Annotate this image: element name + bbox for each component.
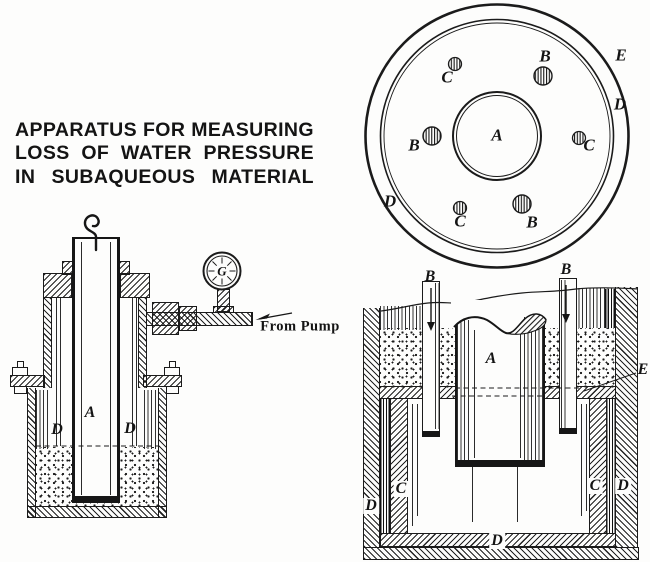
bolt-nut-right bbox=[166, 386, 179, 394]
section-label-c-left: C bbox=[393, 480, 409, 497]
section-stipple-left bbox=[380, 328, 455, 388]
cylinder-inner-line bbox=[132, 298, 133, 446]
tube-a-line bbox=[474, 330, 475, 458]
vessel-bottom bbox=[27, 506, 167, 518]
standpipe-a bbox=[72, 237, 120, 503]
cap-right bbox=[120, 273, 150, 298]
section-label-e: E bbox=[637, 361, 649, 378]
plan-label-c-top: C bbox=[441, 67, 453, 87]
standpipe-bottom bbox=[72, 496, 120, 503]
section-outer-wall-left bbox=[363, 308, 380, 547]
cap-left bbox=[43, 273, 72, 298]
plan-hole-b bbox=[533, 66, 553, 86]
plan-label-b-left: B bbox=[408, 135, 420, 155]
section-cup-wall-c-right bbox=[589, 398, 607, 533]
cylinder-inner-line bbox=[136, 298, 137, 446]
tube-a-bottom bbox=[455, 460, 545, 467]
section-liner-dark-left bbox=[380, 398, 390, 533]
vessel-lining-left bbox=[36, 390, 48, 449]
pipe-coupling-large bbox=[152, 302, 179, 335]
section-label-a: A bbox=[485, 350, 497, 367]
plan-label-b-bottom: B bbox=[526, 212, 538, 232]
cup-line bbox=[412, 404, 413, 526]
section-outer-wall-right bbox=[615, 287, 638, 547]
plan-label-d-upper: D bbox=[613, 94, 627, 114]
side-label-d-right: D bbox=[124, 420, 136, 437]
plan-label-c-right: C bbox=[583, 135, 595, 155]
b-tube-left-tip bbox=[422, 431, 440, 437]
section-topband-right-dense bbox=[605, 289, 615, 328]
section-cup-wall-c-left bbox=[390, 398, 408, 533]
cylinder-wall-left bbox=[43, 298, 52, 388]
pipe-coupling-small bbox=[179, 306, 197, 331]
side-label-a: A bbox=[84, 404, 96, 421]
figure-title-line-2: LOSS OF WATER PRESSURE bbox=[15, 142, 314, 165]
b-tube-right-tip bbox=[559, 428, 577, 434]
figure-title: APPARATUS FOR MEASURING LOSS OF WATER PR… bbox=[15, 119, 314, 189]
cup-line bbox=[472, 467, 473, 522]
section-stipple-right bbox=[545, 328, 615, 388]
gauge-stem-flare bbox=[213, 306, 234, 313]
cup-line bbox=[586, 404, 587, 511]
bolt-head-left bbox=[12, 367, 28, 376]
cup-line bbox=[417, 404, 418, 516]
section-label-d-right: D bbox=[615, 477, 631, 494]
vessel-lining-right bbox=[144, 390, 156, 449]
section-label-d-left: D bbox=[363, 497, 379, 514]
vessel-wall-left bbox=[27, 388, 36, 518]
standpipe-inner-line bbox=[110, 242, 111, 495]
tube-a-interior bbox=[468, 324, 527, 460]
section-label-d-bottom: D bbox=[489, 532, 505, 549]
cylinder-inner-line bbox=[60, 298, 61, 446]
tube-a-line bbox=[520, 330, 521, 458]
vessel-wall-right bbox=[158, 388, 167, 518]
bolt-head-right bbox=[164, 367, 180, 376]
gauge-letter-g: G bbox=[217, 263, 227, 279]
tube-a-wall-left bbox=[455, 320, 470, 460]
plan-label-b-top: B bbox=[539, 46, 551, 66]
plan-hole-b bbox=[422, 126, 442, 146]
cup-line bbox=[581, 404, 582, 516]
section-liner-dark-right bbox=[606, 398, 616, 533]
b-tube-left-shading bbox=[435, 283, 439, 429]
cylinder-inner-line bbox=[56, 298, 57, 446]
side-label-d-left: D bbox=[51, 421, 63, 438]
plan-label-e: E bbox=[615, 45, 627, 65]
section-label-b-right: B bbox=[560, 261, 572, 278]
figure-title-line-1: APPARATUS FOR MEASURING bbox=[15, 119, 314, 141]
section-label-b-left: B bbox=[424, 268, 436, 285]
from-pump-annotation: From Pump bbox=[260, 318, 340, 335]
cup-line bbox=[517, 467, 518, 522]
tube-a-wall-right bbox=[524, 317, 545, 460]
plan-label-d-lower: D bbox=[383, 191, 397, 211]
bolt-nut-left bbox=[14, 386, 27, 394]
plan-hole-b bbox=[512, 194, 532, 214]
plan-label-c-bottom: C bbox=[454, 211, 466, 231]
plan-label-a: A bbox=[491, 125, 503, 145]
section-topband-left bbox=[380, 306, 422, 330]
figure-title-line-3: IN SUBAQUEOUS MATERIAL bbox=[15, 165, 314, 188]
section-label-c-right: C bbox=[587, 477, 603, 494]
standpipe-inner-line bbox=[81, 242, 82, 495]
b-tube-right-shading bbox=[561, 280, 566, 428]
cylinder-wall-right bbox=[138, 298, 147, 388]
